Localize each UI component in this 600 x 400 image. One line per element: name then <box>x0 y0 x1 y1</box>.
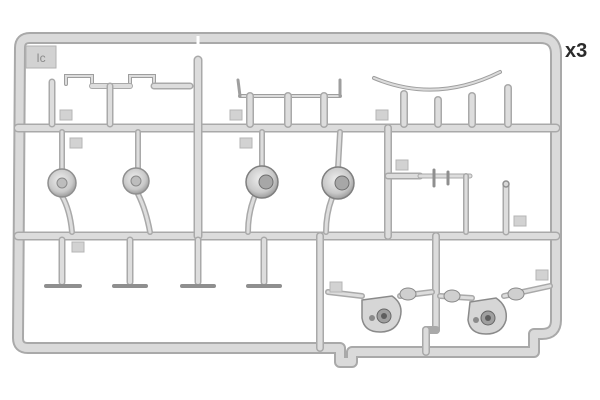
part-tag-6 <box>395 159 409 171</box>
part-8-pins <box>44 236 282 288</box>
quantity-label: x3 <box>565 40 588 62</box>
runners <box>13 55 561 356</box>
sprue-frame <box>12 32 562 368</box>
part-tag-2 <box>229 109 243 121</box>
part-6-bracket <box>417 168 473 235</box>
part-tag-9 <box>329 281 343 293</box>
part-7-peg <box>502 180 510 236</box>
part-tag-3 <box>375 109 389 121</box>
part-tag-7 <box>513 215 527 227</box>
part-5-wheels <box>245 129 355 235</box>
part-3-arch <box>372 70 512 128</box>
part-10-hub <box>437 283 553 335</box>
part-9-hub <box>325 287 435 333</box>
part-tag-4 <box>69 137 83 149</box>
part-tag-10 <box>535 269 549 281</box>
part-tag-5 <box>239 137 253 149</box>
part-2-bar <box>236 78 342 128</box>
part-4-wheels <box>47 129 153 235</box>
part-tag-8 <box>71 241 85 253</box>
part-tag-1 <box>59 109 73 121</box>
part-1-handles <box>48 74 194 128</box>
sprue-id-label: Ic <box>36 51 45 65</box>
sprue-id-tag: Ic <box>25 45 57 69</box>
